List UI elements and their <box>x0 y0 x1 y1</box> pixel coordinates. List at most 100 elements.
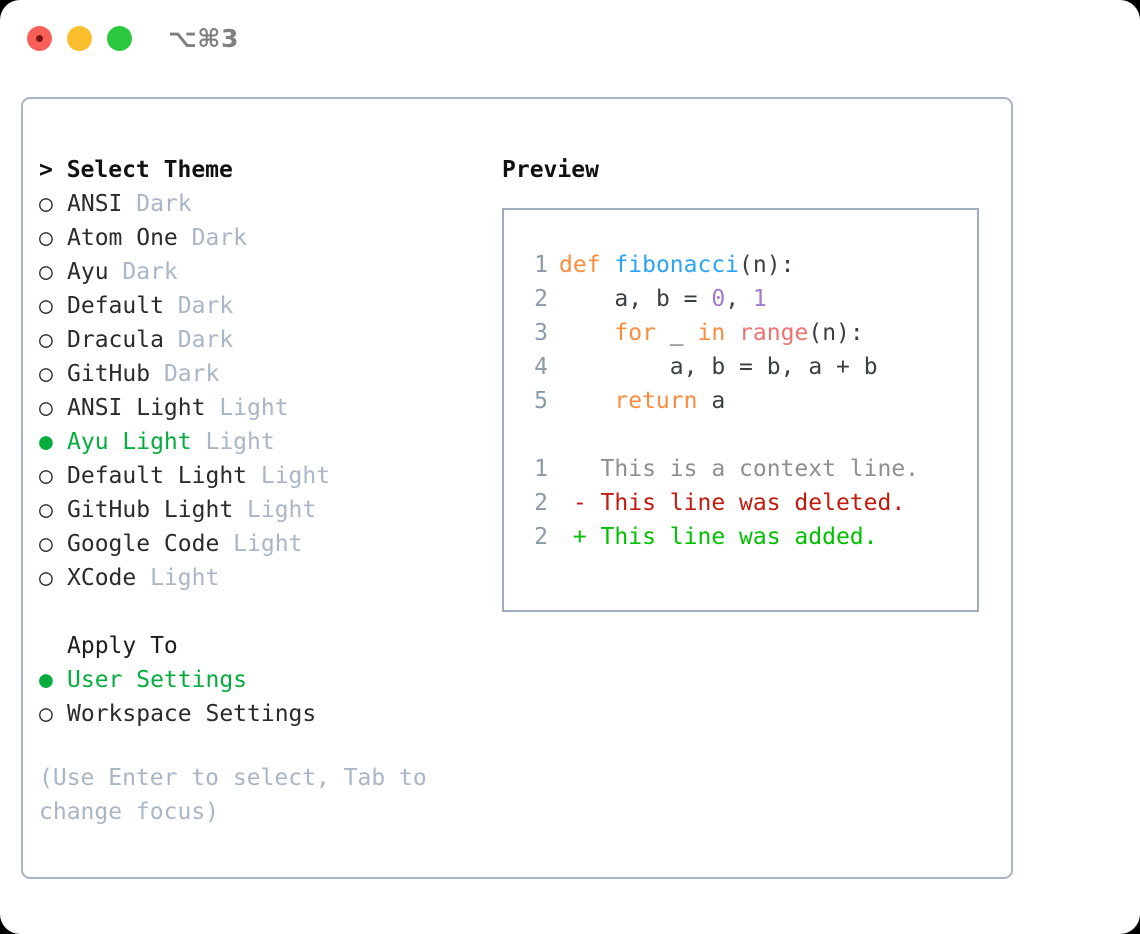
theme-option-label: Default Light <box>67 463 248 489</box>
theme-option-ayu-light[interactable]: ●Ayu Light Light <box>39 425 489 459</box>
theme-option-label: Ayu Light <box>67 429 192 455</box>
code-line: 2 a, b = 0, 1 <box>522 282 977 316</box>
radio-unselected-icon: ○ <box>39 327 53 353</box>
theme-option-default[interactable]: ○Default Dark <box>39 289 489 323</box>
code-text: b <box>655 286 670 312</box>
code-text: a <box>711 388 726 414</box>
theme-option-ansi[interactable]: ○ ANSI Dark <box>39 187 489 221</box>
select-theme-heading: > Select Theme <box>39 157 233 183</box>
radio-unselected-icon: ○ <box>39 463 53 489</box>
code-text: n <box>822 320 837 346</box>
apply-to-option-label: User Settings <box>67 667 248 693</box>
diff-line-added: 2 + This line was added. <box>522 520 977 554</box>
radio-unselected-icon: ○ <box>39 497 53 523</box>
code-text: , <box>780 354 809 380</box>
code-text: b <box>711 354 726 380</box>
apply-to-option-label: Workspace Settings <box>67 701 317 727</box>
theme-option-label: Google Code <box>67 531 220 557</box>
radio-unselected-icon: ○ <box>39 565 53 591</box>
code-line: 5 return a <box>522 384 977 418</box>
code-text: + <box>822 354 864 380</box>
apply-to-option-user-settings[interactable]: ● User Settings <box>39 663 489 697</box>
code-line-number: 2 <box>534 286 548 312</box>
theme-option-label: XCode <box>67 565 137 591</box>
apply-to-heading: Apply To <box>67 633 178 659</box>
radio-unselected-icon: ○ <box>39 701 53 727</box>
code-builtin: range <box>739 320 809 346</box>
diff-line-text: This is a context line. <box>559 456 920 482</box>
code-text: , <box>683 354 712 380</box>
code-text: = <box>725 354 767 380</box>
theme-variant-tag: Dark <box>108 259 178 285</box>
radio-unselected-icon: ○ <box>39 531 53 557</box>
theme-option-github[interactable]: ○GitHub Dark <box>39 357 489 391</box>
code-keyword: def <box>559 252 601 278</box>
diff-line-number: 2 <box>534 490 548 516</box>
theme-variant-tag: Light <box>205 395 289 421</box>
theme-variant-tag: Dark <box>122 191 192 217</box>
code-text: ( <box>739 252 753 278</box>
code-line-number: 5 <box>534 388 548 414</box>
radio-unselected-icon: ○ <box>39 191 53 217</box>
theme-variant-tag: Dark <box>163 327 234 353</box>
radio-unselected-icon: ○ <box>39 395 53 421</box>
theme-option-ayu[interactable]: ○Ayu Dark <box>39 255 489 289</box>
theme-option-default-light[interactable]: ○Default Light Light <box>39 459 489 493</box>
radio-unselected-icon: ○ <box>39 225 53 251</box>
code-text: , <box>725 286 753 312</box>
code-function-name: fibonacci <box>614 252 740 278</box>
keyboard-shortcut-label: ⌥⌘3 <box>168 24 239 53</box>
theme-option-label: Default <box>67 293 164 319</box>
apply-to-list: ● User Settings ○ Workspace Settings <box>39 663 489 731</box>
theme-option-label: Dracula <box>67 327 164 353</box>
code-number: 0 <box>711 286 726 312</box>
radio-unselected-icon: ○ <box>39 259 53 285</box>
theme-option-github-light[interactable]: ○GitHub Light Light <box>39 493 489 527</box>
close-button[interactable] <box>27 26 52 51</box>
code-line: 3 for _ in range(n): <box>522 316 977 350</box>
diff-line-number: 1 <box>534 456 548 482</box>
preview-heading: Preview <box>502 157 599 183</box>
radio-unselected-icon: ○ <box>39 361 53 387</box>
code-text: b <box>863 354 878 380</box>
diff-line-context: 1 This is a context line. <box>522 452 977 486</box>
theme-option-xcode[interactable]: ○ XCode Light <box>39 561 489 595</box>
code-text <box>559 286 614 312</box>
diff-line-deleted: 2 - This line was deleted. <box>522 486 977 520</box>
diff-line-text: + This line was added. <box>559 524 878 550</box>
theme-option-ansi-light[interactable]: ○ANSI Light Light <box>39 391 489 425</box>
code-text <box>656 320 670 346</box>
theme-variant-tag: Dark <box>150 361 220 387</box>
theme-variant-tag: Light <box>136 565 220 591</box>
code-line-number: 4 <box>534 354 548 380</box>
code-keyword: in <box>697 320 726 346</box>
code-text <box>601 252 615 278</box>
main-panel: > Select Theme ○ANSI Dark○Atom One Dark○… <box>21 97 1013 879</box>
code-text: = <box>669 286 712 312</box>
code-text: ): <box>766 252 795 278</box>
radio-selected-icon: ● <box>39 667 53 693</box>
theme-variant-tag: Light <box>233 497 317 523</box>
code-text <box>559 320 614 346</box>
code-number: 1 <box>752 286 767 312</box>
code-text: a <box>669 354 684 380</box>
radio-selected-icon: ● <box>39 429 53 455</box>
diff-sample: 1 This is a context line.2 - This line w… <box>522 452 977 554</box>
maximize-button[interactable] <box>107 26 132 51</box>
theme-option-google-code[interactable]: ○Google Code Light <box>39 527 489 561</box>
radio-unselected-icon: ○ <box>39 293 53 319</box>
code-line-number: 1 <box>534 252 548 278</box>
code-text: b <box>766 354 781 380</box>
theme-option-label: ANSI <box>67 191 123 217</box>
theme-option-atom-one[interactable]: ○Atom One Dark <box>39 221 489 255</box>
minimize-button[interactable] <box>67 26 92 51</box>
code-diff-spacer <box>522 418 977 452</box>
section-spacer <box>39 595 489 629</box>
apply-to-option-workspace-settings[interactable]: ○ Workspace Settings <box>39 697 489 731</box>
code-text: ( <box>808 320 823 346</box>
theme-option-dracula[interactable]: ○ Dracula Dark <box>39 323 489 357</box>
